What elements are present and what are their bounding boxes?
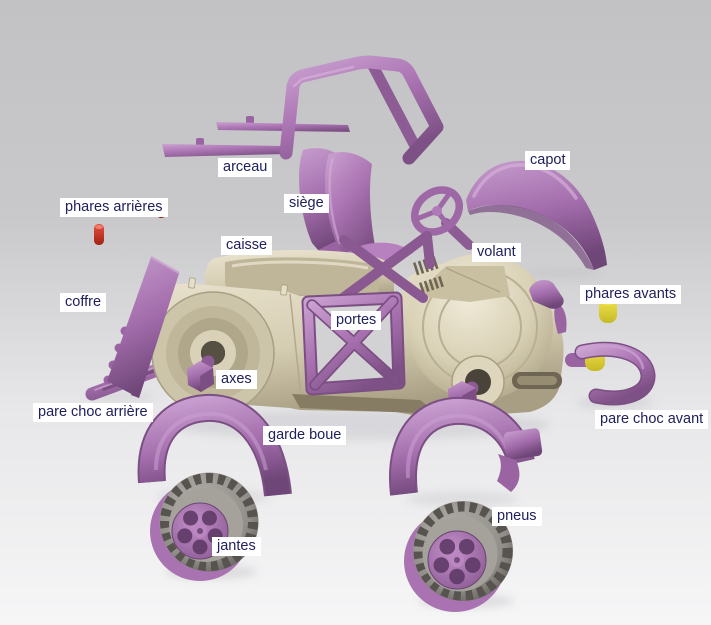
label-capot: capot [525, 151, 571, 170]
jantes-wheel [150, 472, 259, 581]
label-axes: axes [216, 370, 257, 389]
capot-part [466, 160, 607, 270]
garde-boue-avant-part [389, 396, 543, 496]
pneus-wheel [404, 501, 513, 612]
volant-part [411, 186, 474, 250]
label-coffre: coffre [60, 293, 107, 312]
label-portes: portes [331, 311, 382, 330]
label-pare-choc-avant: pare choc avant [595, 410, 709, 429]
label-phares-avants: phares avants [580, 285, 682, 304]
label-jantes: jantes [212, 537, 261, 556]
label-garde-boue: garde boue [263, 426, 347, 445]
label-pneus: pneus [492, 507, 542, 526]
garde-boue-arriere-part [137, 393, 292, 497]
label-caisse: caisse [221, 236, 273, 255]
label-pare-choc-arriere: pare choc arrière [33, 403, 153, 422]
coffre-part [103, 255, 180, 398]
label-siege: siège [284, 194, 329, 213]
pare-choc-avant-part [574, 341, 656, 406]
label-arceau: arceau [218, 158, 273, 177]
label-volant: volant [472, 243, 521, 262]
arceau-part [162, 55, 444, 165]
label-phares-arrieres: phares arrières [60, 198, 168, 217]
